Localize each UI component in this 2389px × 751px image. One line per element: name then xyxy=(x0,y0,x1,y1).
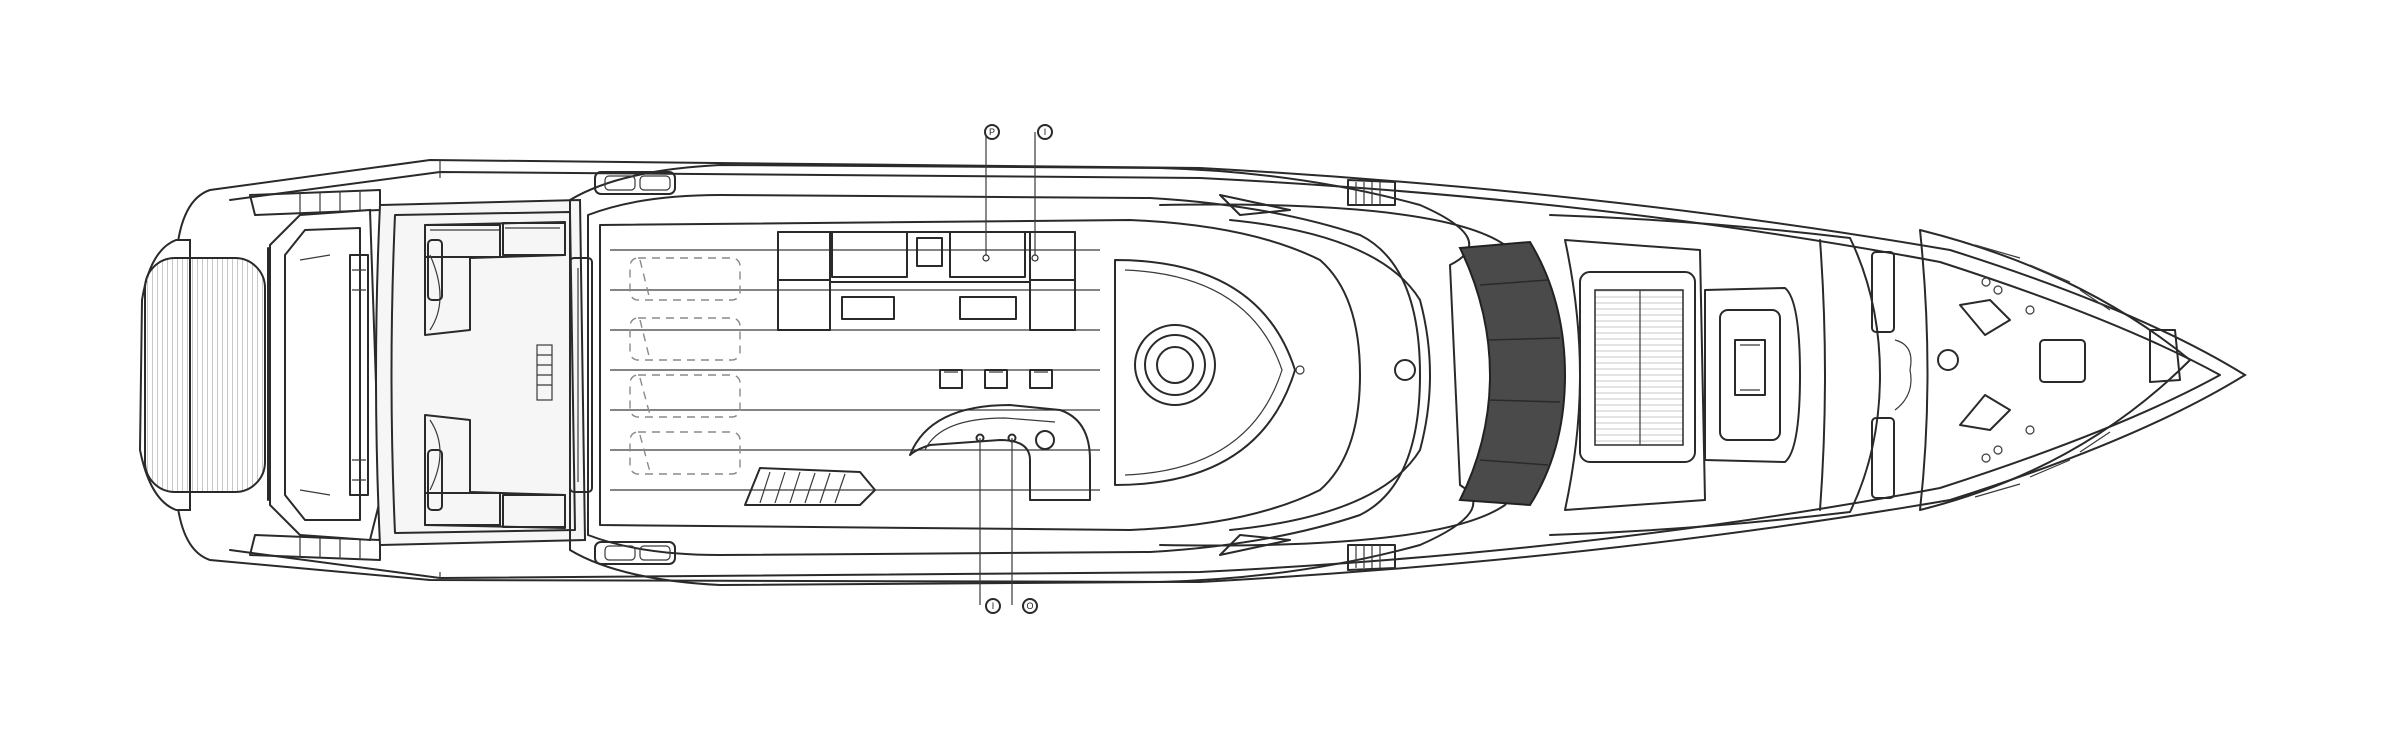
saloon-deck-planking xyxy=(610,249,1100,491)
main-deck-frame xyxy=(569,164,1475,586)
dashed-sunloungers xyxy=(629,257,741,475)
aft-cockpit-grille xyxy=(536,344,553,401)
bow-rails xyxy=(1549,214,1959,536)
side-decks xyxy=(594,171,1396,571)
dinette-seating xyxy=(777,231,1076,331)
tinted-glass xyxy=(1458,240,1567,507)
staircase xyxy=(744,467,876,506)
hull xyxy=(175,158,2247,584)
callout-top-1-label: P xyxy=(989,127,995,137)
callouts-top: P I xyxy=(982,124,1053,262)
foredeck-lounge xyxy=(1564,239,1801,511)
aft-cockpit xyxy=(375,198,587,547)
callout-top-2-circle xyxy=(1037,124,1053,140)
helm-station xyxy=(1114,259,1305,486)
bow-sunpad xyxy=(1919,229,2191,511)
callout-bottom-2-label: O xyxy=(1026,601,1033,611)
wet-bar xyxy=(909,369,1091,501)
aft-deck xyxy=(269,208,382,542)
callouts-bottom: I O xyxy=(979,438,1038,614)
callout-bottom-1-circle xyxy=(985,598,1001,614)
swim-platform xyxy=(138,239,269,511)
callout-bottom-1-label: I xyxy=(992,601,995,611)
callout-top-2-label: I xyxy=(1044,127,1047,137)
callout-bottom-2-circle xyxy=(1022,598,1038,614)
callout-top-1-circle xyxy=(984,124,1000,140)
